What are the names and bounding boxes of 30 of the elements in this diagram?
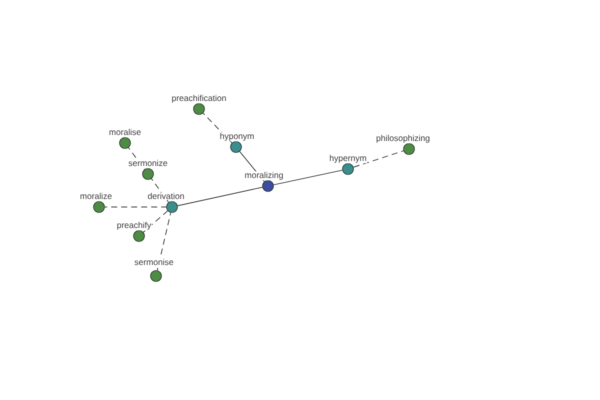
node-label: moralizing [244,171,284,180]
node-circle [342,163,354,175]
node-circle [142,168,154,180]
node-label: moralize [79,192,113,200]
node-circle [403,143,415,155]
node-circle [133,230,145,242]
connector [177,186,263,206]
connector [353,150,404,168]
connector [143,210,168,233]
node-label: hyponym [219,132,255,142]
node-label: preachification [171,94,227,104]
node-circle [119,137,131,149]
node-label: moralise [108,128,142,136]
connector [273,170,343,186]
node-circle [150,270,162,282]
node-circle [93,201,105,213]
node-circle [166,201,178,213]
connector [104,206,167,208]
connector [151,178,169,203]
node-circle [230,141,242,153]
node-label: derivation [147,192,185,200]
connector [202,112,232,144]
node-label: philosophizing [376,134,430,144]
node-label: sermonize [128,159,168,167]
node-circle [193,103,205,115]
node-label: sermonise [134,258,174,266]
connector [156,212,172,271]
node-label: preachify [116,221,152,230]
node-circle [262,180,274,192]
node-label: hypernym [328,154,368,164]
